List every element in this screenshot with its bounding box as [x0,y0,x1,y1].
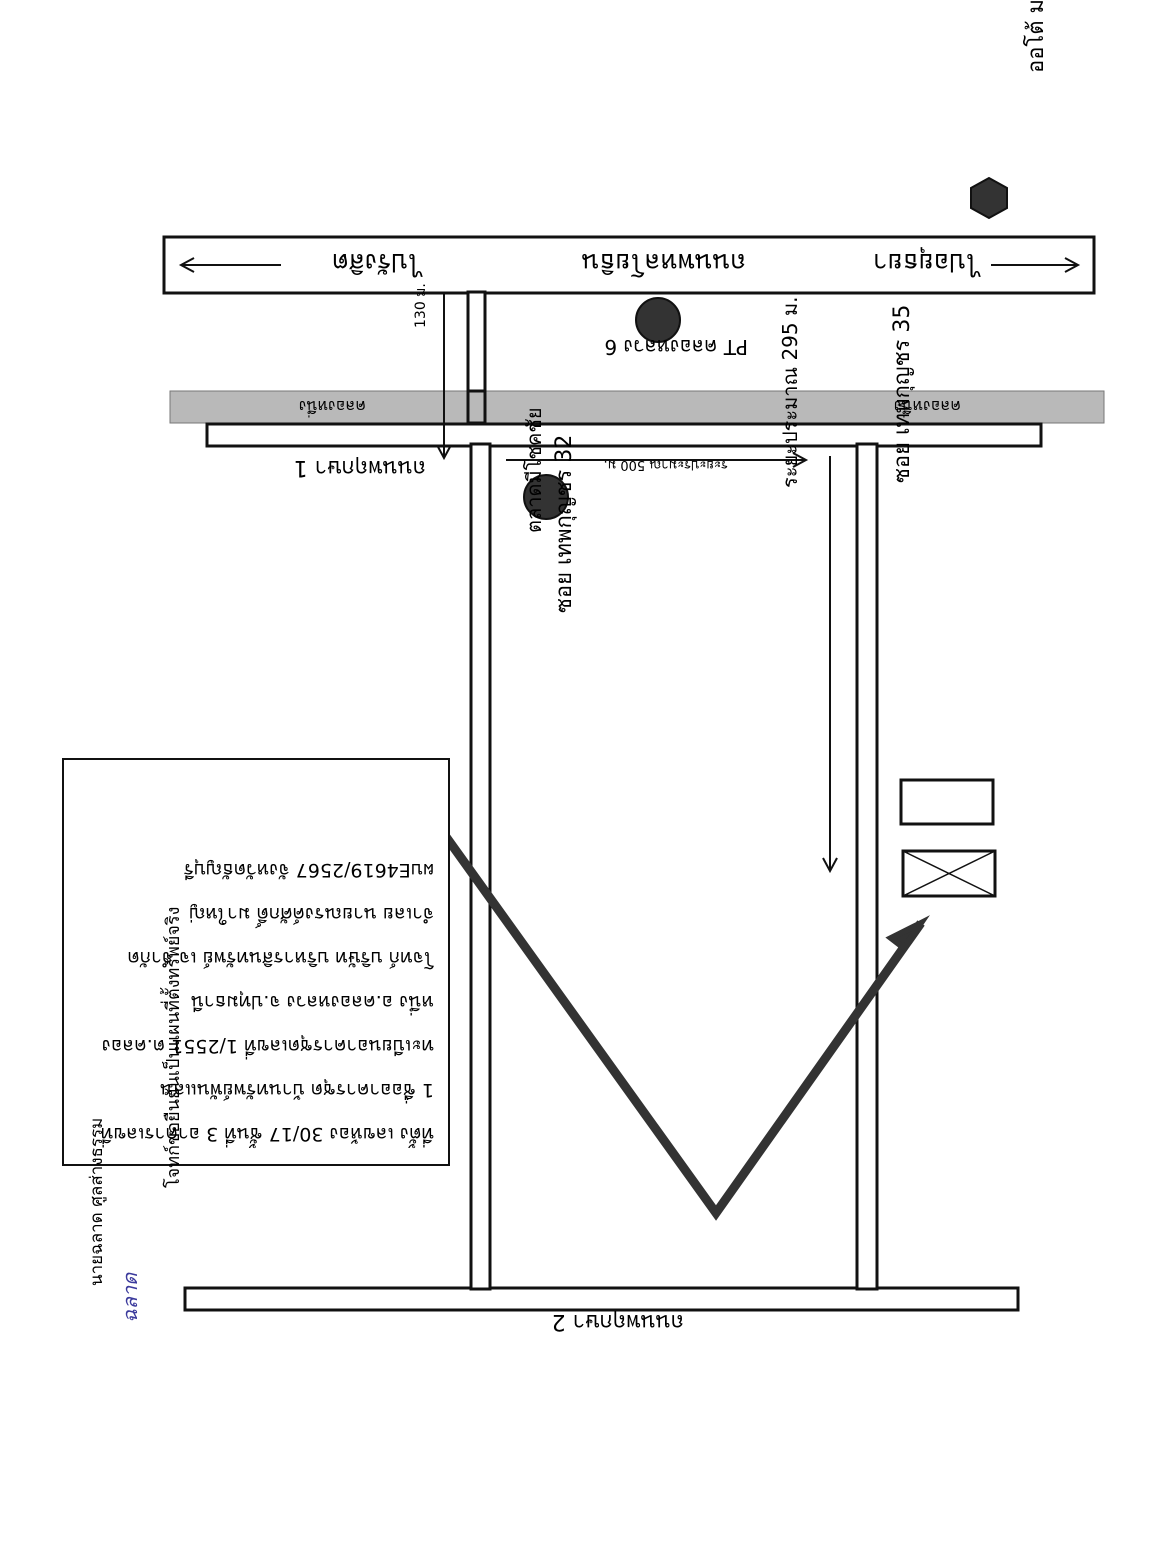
pt-station-icon [635,297,681,343]
property-info-box: ที่ตั้ง เลขห้อง 30/17 ชั้นที่ 3 อาคารเลข… [62,758,450,1166]
info-line-5: โจทก์ บริษัท บริหารสินทรัพย์ เจ จำกัด [127,947,434,969]
road-phruksa-1-label: ถนนพฤกษา 1 [293,455,426,480]
signer-name: นายฉลาด ศูลส่างธรรม [87,1117,107,1286]
building-marker [899,778,995,826]
info-line-7: ผบE4619/2567 จังหวัดธัญบุรี [183,859,434,881]
bridge-connector [466,290,487,393]
market-label: ตลาดมีโชคชัย [522,407,546,533]
pt-station-label: PT คลองหลวง 6 [604,335,748,359]
canal-label-right: คลองหนึ่ง [298,397,366,416]
soi-32-road [469,442,492,1291]
auto-mall-label: ออโต้ มอลล์ [1024,0,1049,73]
to-ayutthaya-label: ไปอยุธยา [872,247,979,277]
road-phruksa-2-label: ถนนพฤกษา 2 [551,1309,684,1334]
bridge-over-canal [466,389,487,425]
route-arrow [402,778,925,1221]
road-phruksa-2 [183,1286,1020,1312]
arrow-to-ayutthaya-head [1064,257,1081,273]
main-road-label: ถนนพหลโยธิน [581,247,746,277]
canal [169,390,1105,424]
certification-statement: โจทก์ขอยืนยันเป็นแผนที่ตั้งทรัพย์จริง [163,906,184,1188]
road-phruksa-1 [205,422,1043,448]
info-line-4: หนึ่ง อ.คลองหลวง จ.ปทุมธานี [190,991,434,1013]
info-line-1: ที่ตั้ง เลขห้อง 30/17 ชั้นที่ 3 อาคารเลข… [100,1123,434,1145]
distance-295-label: ระยะประมาณ 295 ม. [778,296,802,488]
signature: ฉลาด [118,1272,142,1323]
soi-32-label: ซอย เทพกุญชร 32 [552,434,577,613]
info-line-3: ทะเบียนอาคารชุดเลขที่ 1/2551 ต.คลอง [101,1035,434,1057]
main-road [162,235,1096,295]
soi-35-road [855,442,879,1291]
market-icon [523,474,569,520]
distance-130-label: 130 ม. [413,283,429,328]
distance-500-label: ระยะประมาณ 500 ม. [603,457,729,472]
auto-mall-icon [970,176,1008,220]
to-rangsit-label: ไปรังสิต [332,247,421,277]
soi-35-label: ซอย เทพกุญชร 35 [890,304,915,483]
info-line-2: 1 ชื่ออาคารชุด บ้านทรัพย์พันแสน [160,1079,434,1101]
property-marker-cross-b [902,850,996,897]
arrow-to-rangsit-head [178,257,195,273]
route-arrow-head [885,915,930,953]
info-line-6: จำเลย นายณรงค์ศักดิ์ มาใหญ่ [189,903,434,925]
